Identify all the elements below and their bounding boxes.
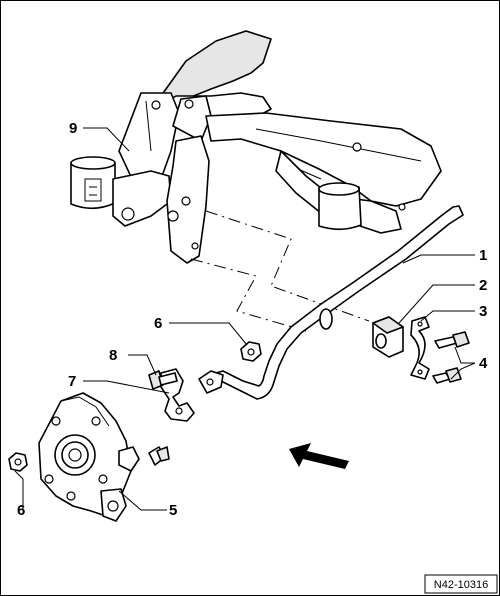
callout-9: 9 <box>69 120 77 137</box>
callout-5: 5 <box>169 502 177 519</box>
callout-4: 4 <box>479 355 488 372</box>
reference-code-box: N42-10316 <box>424 574 498 594</box>
callout-7: 7 <box>68 373 76 390</box>
callout-8: 8 <box>109 347 117 364</box>
callout-2: 2 <box>479 277 487 294</box>
clamp-bolts <box>432 331 470 384</box>
wheel-bearing-housing <box>38 392 140 522</box>
callout-6-top: 6 <box>154 315 162 332</box>
callouts: 1 2 3 4 5 6 6 7 8 9 <box>17 120 488 519</box>
stabilizer-bar <box>198 205 464 400</box>
bolt-lower <box>148 446 170 466</box>
rubber-bushing <box>372 316 404 358</box>
nut-lower <box>8 452 28 472</box>
bushing-clamp <box>410 316 430 380</box>
subframe <box>70 30 442 264</box>
bolt-upper <box>148 370 178 390</box>
callout-6-bottom: 6 <box>17 502 25 519</box>
leader-lines <box>14 127 476 511</box>
nut-upper <box>240 341 262 362</box>
callout-3: 3 <box>479 303 487 320</box>
callout-1: 1 <box>479 247 487 264</box>
assembly-dash-lines <box>190 210 370 332</box>
direction-arrow-icon <box>289 443 349 469</box>
reference-code: N42-10316 <box>434 579 488 591</box>
